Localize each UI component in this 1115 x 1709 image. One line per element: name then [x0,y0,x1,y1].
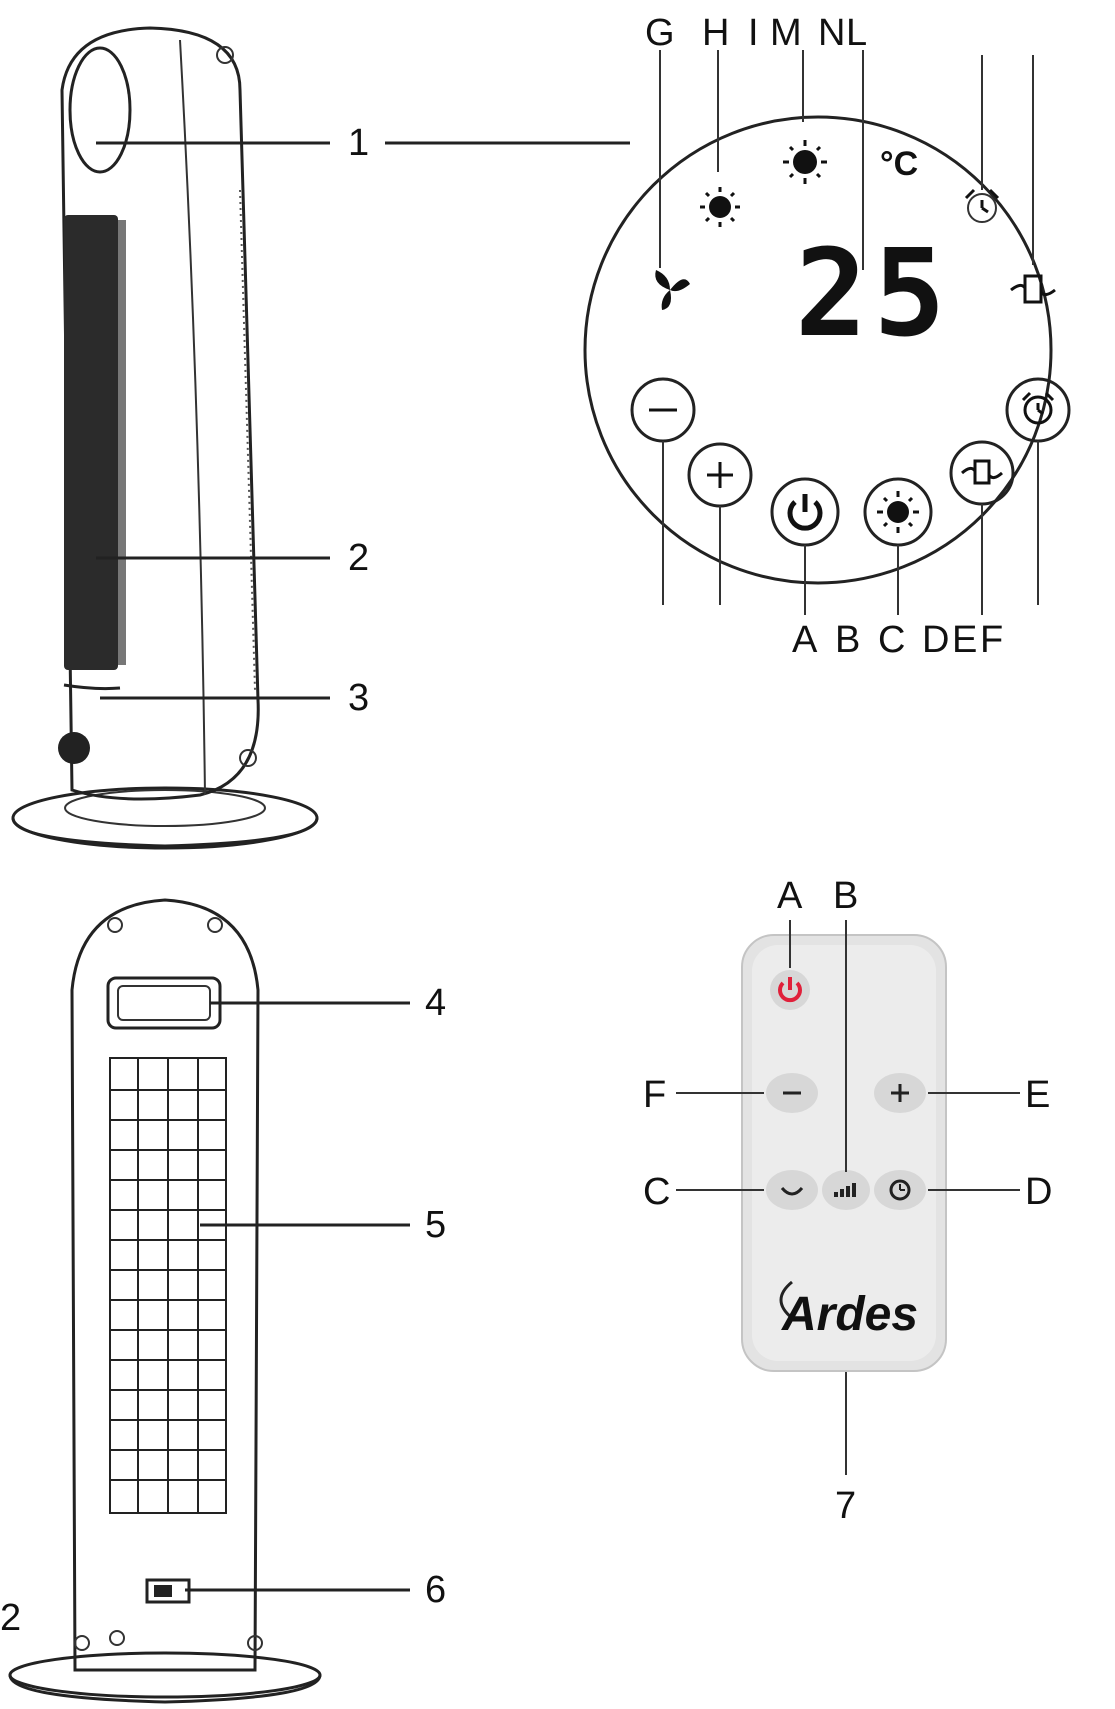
minus-button[interactable] [630,377,696,443]
alarm-clock-icon [964,188,1000,223]
label-H: H [702,12,729,54]
sun-button-icon [877,491,919,533]
figure-marker: 2 [0,1597,21,1639]
oscillation-button-icon [961,459,1003,485]
remote-label-A: A [777,875,803,917]
remote-power-button[interactable] [770,970,810,1010]
power-icon [778,977,802,1003]
remote-leaders [676,920,1020,1475]
remote-minus-button[interactable] [766,1073,818,1113]
celsius-icon: °C [880,145,918,183]
plus-button[interactable] [687,442,753,508]
heater-front-view [11,26,319,850]
oscillation-icon [780,1186,804,1196]
front-leaders [96,141,630,700]
sun-icon [700,187,740,227]
remote-label-D: D [1025,1171,1052,1213]
label-A: A [792,619,818,661]
label-M: M [770,12,802,54]
part-number-7: 7 [835,1485,856,1527]
heater-rear-view [8,898,322,1704]
power-icon [787,494,823,531]
part-number-3: 3 [348,677,369,719]
label-C: C [878,619,905,661]
part-number-5: 5 [425,1204,446,1246]
label-B: B [835,619,860,661]
label-D: D [922,619,949,661]
label-N: N [818,12,845,54]
part-number-4: 4 [425,982,446,1024]
remote-plus-button[interactable] [874,1073,926,1113]
remote-label-B: B [833,875,858,917]
part-number-1: 1 [348,122,369,164]
temperature-display: 25 [795,225,952,364]
remote-power-level-button[interactable] [822,1170,870,1210]
fan-icon [655,270,690,310]
plus-icon [891,1084,909,1102]
brand-name: Ardes [781,1288,918,1341]
remote-oscillation-button[interactable] [766,1170,818,1210]
power-button[interactable] [770,477,840,547]
plus-icon [707,462,733,488]
alarm-button[interactable] [1005,377,1071,443]
ardes-logo: Ardes [779,1280,918,1341]
remote-label-E: E [1025,1074,1050,1116]
remote-label-F: F [643,1074,666,1116]
clock-icon [889,1179,911,1201]
remote-control: Ardes [741,934,947,1372]
rear-grill-pattern [110,1058,226,1513]
remote-label-C: C [643,1171,670,1213]
label-E: E [952,619,977,661]
part-number-2: 2 [348,537,369,579]
alarm-button-icon [1021,391,1055,425]
label-G: G [645,12,675,54]
oscillation-icon [1010,274,1056,304]
heat-button[interactable] [863,477,933,547]
sun-icon [783,140,827,184]
oscillation-button[interactable] [949,440,1015,506]
signal-bars-icon [834,1183,856,1197]
label-I: I [748,12,759,54]
control-panel: °C 25 [583,50,1071,615]
label-F: F [980,619,1003,661]
part-number-6: 6 [425,1569,446,1611]
label-L: L [846,12,867,54]
remote-timer-button[interactable] [874,1170,926,1210]
